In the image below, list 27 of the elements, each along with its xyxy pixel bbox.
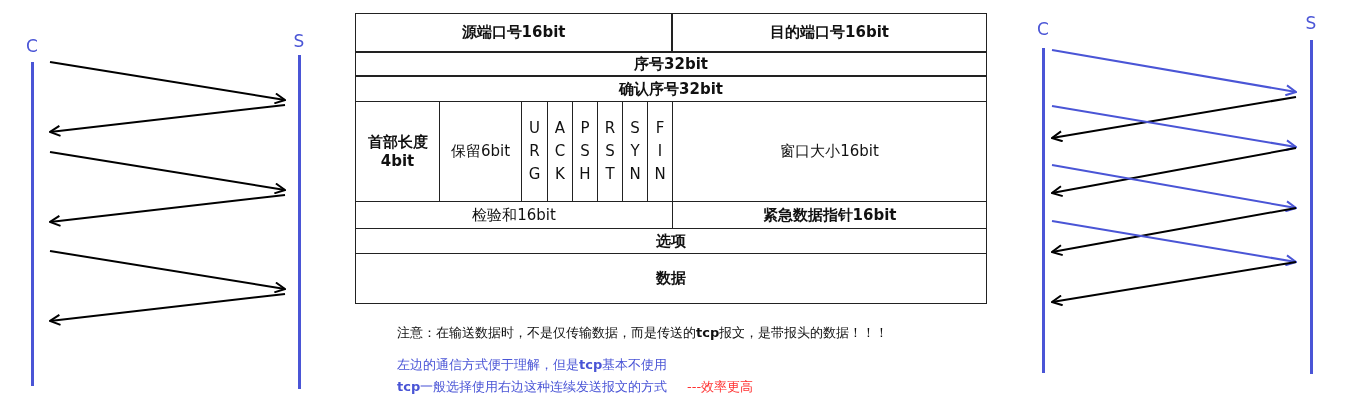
arrow <box>1051 207 1297 257</box>
table-cell: 数据 <box>355 253 987 304</box>
arrow <box>49 194 286 227</box>
note-text: ---效率更高 <box>687 378 754 396</box>
lifeline-label: S <box>292 31 306 51</box>
arrow <box>49 61 286 105</box>
table-cell: 选项 <box>355 228 987 254</box>
lifeline-label: C <box>1036 19 1050 39</box>
note-text: tcp一般选择使用右边这种连续发送报文的方式 <box>397 378 668 396</box>
lifeline-label: C <box>25 36 39 56</box>
arrow <box>1051 220 1297 267</box>
arrow <box>49 104 286 137</box>
note-text: 左边的通信方式便于理解，但是tcp基本不使用 <box>397 356 668 374</box>
table-cell: 确认序号32bit <box>355 76 987 102</box>
arrow <box>1051 261 1297 307</box>
lifeline-label: S <box>1304 13 1318 33</box>
arrow <box>1051 49 1297 97</box>
note-text: 注意：在输送数据时，不是仅传输数据，而是传送的tcp报文，是带报头的数据！！！ <box>397 324 889 342</box>
arrow <box>49 151 286 195</box>
table-cell: 序号32bit <box>355 52 987 76</box>
arrow <box>1051 96 1297 143</box>
arrow <box>49 250 286 294</box>
arrow <box>49 293 286 326</box>
arrow <box>1051 164 1297 213</box>
table-cell: 源端口号16bit <box>355 13 672 52</box>
table-cell: 目的端口号16bit <box>672 13 987 52</box>
arrow <box>1051 147 1297 198</box>
